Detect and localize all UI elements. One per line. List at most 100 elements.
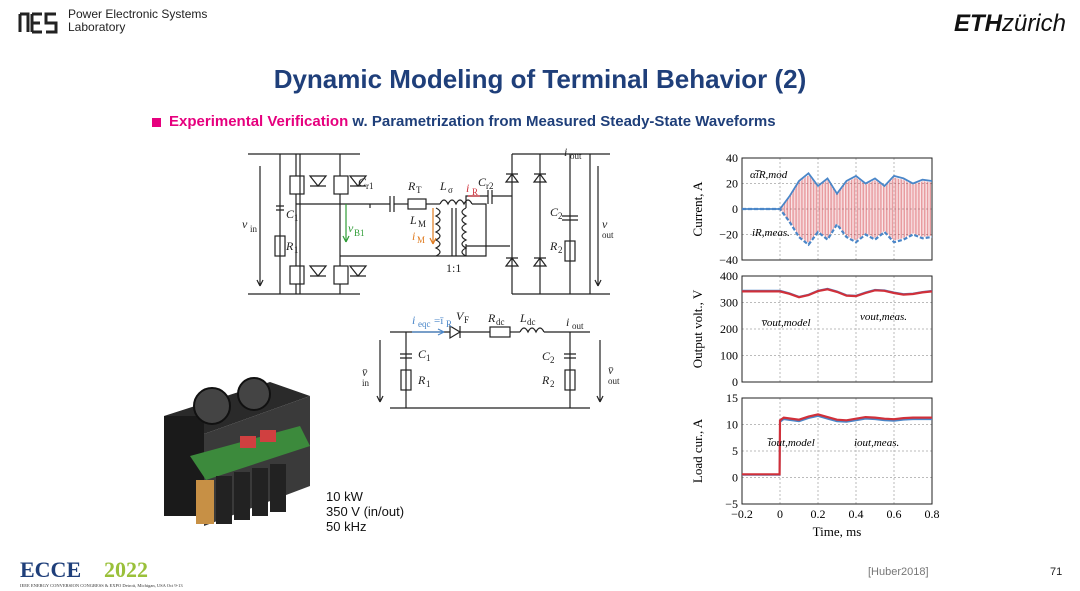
series-line	[742, 207, 933, 247]
svg-text:1: 1	[426, 379, 431, 389]
svg-text:out: out	[602, 230, 614, 240]
svg-text:eqc: eqc	[418, 319, 431, 329]
y-axis-label: Load cur., A	[690, 418, 705, 483]
subtitle-highlight: Experimental Verification	[169, 113, 349, 130]
series-line	[742, 288, 933, 299]
y-tick-label: 0	[732, 202, 738, 216]
svg-text:out: out	[570, 151, 582, 161]
y-tick-label: 15	[726, 391, 738, 405]
reference: [Huber2018]	[868, 566, 929, 578]
lab-name: Power Electronic Systems Laboratory	[68, 8, 207, 34]
y-axis-label: Current, A	[690, 181, 705, 236]
svg-text:i: i	[566, 315, 569, 329]
svg-text:T: T	[416, 185, 422, 195]
svg-text:1: 1	[426, 353, 431, 363]
eth-logo-light: zürich	[1001, 10, 1066, 37]
svg-text:out: out	[572, 321, 584, 331]
svg-text:M: M	[418, 219, 426, 229]
plot-frame	[741, 275, 933, 383]
svg-text:v: v	[602, 217, 608, 231]
y-tick-label: 200	[720, 322, 738, 336]
y-tick-label: 10	[726, 418, 738, 432]
x-tick-label: 0.2	[811, 507, 826, 521]
spec-power: 10 kW	[326, 489, 363, 504]
svg-text:dc: dc	[527, 317, 536, 327]
series-label: αi̅R,mod	[750, 169, 788, 181]
svg-text:2: 2	[558, 245, 563, 255]
y-axis-label: Output volt., V	[690, 289, 705, 368]
svg-text:C: C	[478, 175, 487, 189]
svg-text:2: 2	[558, 211, 563, 221]
svg-text:1: 1	[294, 213, 299, 223]
svg-text:v: v	[242, 217, 248, 231]
series-label: v̅out,model	[761, 317, 811, 329]
page-title: Dynamic Modeling of Terminal Behavior (2…	[273, 64, 807, 94]
x-tick-label: 0.4	[849, 507, 864, 521]
svg-text:L: L	[519, 311, 527, 325]
series-label: iout,meas.	[854, 437, 899, 449]
conference-text: IEEE ENERGY CONVERSION CONGRESS & EXPO D…	[20, 583, 183, 589]
series-label: iR,meas.	[752, 227, 790, 239]
eth-logo: ETHzürich	[954, 10, 1066, 38]
y-tick-label: 0	[732, 375, 738, 389]
y-tick-label: 300	[720, 296, 738, 310]
svg-text:r2: r2	[486, 181, 494, 191]
svg-text:ECCE: ECCE	[20, 557, 81, 582]
x-tick-label: 0.6	[887, 507, 902, 521]
svg-text:dc: dc	[496, 317, 505, 327]
y-tick-label: −5	[725, 497, 738, 511]
svg-text:R: R	[285, 239, 294, 253]
series-line	[742, 413, 932, 476]
svg-text:1: 1	[294, 245, 299, 255]
spec-voltage: 350 V (in/out)	[326, 504, 405, 519]
svg-text:V: V	[456, 310, 465, 323]
svg-text:R: R	[407, 179, 416, 193]
eth-logo-bold: ETH	[953, 10, 1002, 37]
bullet-icon	[152, 117, 161, 127]
svg-text:i: i	[412, 229, 415, 243]
x-tick-label: 0.8	[925, 507, 940, 521]
svg-text:r1: r1	[366, 181, 374, 191]
svg-text:in: in	[250, 224, 258, 234]
y-tick-label: 400	[720, 269, 738, 283]
svg-text:C: C	[358, 175, 367, 189]
svg-text:2022: 2022	[104, 557, 148, 582]
svg-text:R: R	[446, 319, 452, 329]
svg-text:out: out	[608, 376, 620, 386]
svg-text:1:1: 1:1	[446, 261, 461, 275]
series-line	[742, 415, 932, 476]
y-tick-label: 0	[732, 471, 738, 485]
svg-text:=ī: =ī	[434, 315, 444, 327]
y-tick-label: 40	[726, 151, 738, 165]
series-label: vout,meas.	[860, 311, 907, 323]
y-tick-label: 5	[732, 444, 738, 458]
series-label: i̅out,model	[767, 437, 815, 449]
lab-name-line2: Laboratory	[68, 20, 126, 34]
svg-text:R: R	[541, 373, 550, 387]
svg-text:L: L	[409, 213, 417, 227]
svg-text:i: i	[564, 146, 567, 159]
y-tick-label: −20	[719, 228, 738, 242]
svg-text:C: C	[542, 349, 551, 363]
svg-text:R: R	[487, 311, 496, 325]
y-tick-label: 20	[726, 177, 738, 191]
pes-logo-icon	[18, 12, 58, 34]
spec-frequency: 50 kHz	[326, 519, 367, 534]
y-tick-label: 100	[720, 349, 738, 363]
svg-text:2: 2	[550, 355, 555, 365]
svg-text:M: M	[417, 235, 425, 245]
svg-text:F: F	[464, 315, 469, 325]
svg-text:in: in	[362, 378, 370, 388]
svg-text:i: i	[412, 313, 415, 327]
x-tick-label: 0	[777, 507, 783, 521]
svg-text:L: L	[439, 179, 447, 193]
subtitle: Experimental Verification w. Parametriza…	[152, 113, 776, 130]
svg-text:R: R	[417, 373, 426, 387]
current-ripple	[781, 175, 931, 243]
subtitle-rest: w. Parametrization from Measured Steady-…	[348, 113, 776, 130]
